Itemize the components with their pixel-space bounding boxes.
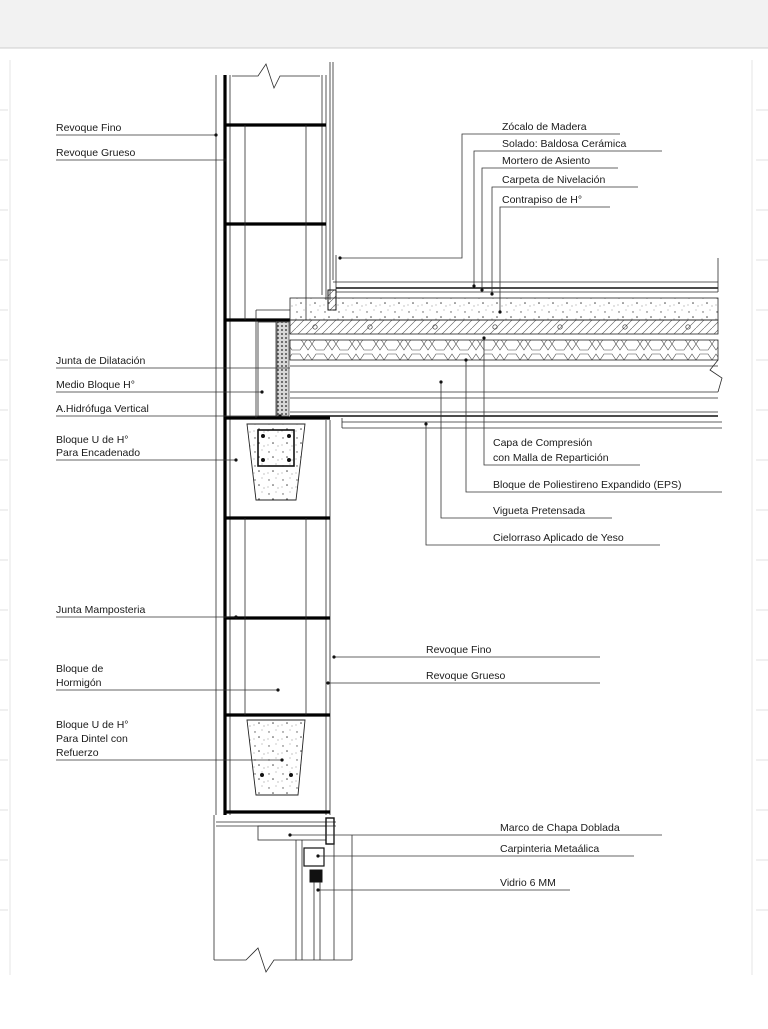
label-bloque-hormigon-1: Bloque de <box>56 663 103 675</box>
label-mortero-asiento: Mortero de Asiento <box>502 155 590 167</box>
label-bloque-eps: Bloque de Poliestireno Expandido (EPS) <box>493 479 682 491</box>
label-bloque-u-encadenado-2: Para Encadenado <box>56 447 140 459</box>
label-capa-compresion-2: con Malla de Repartición <box>493 452 609 464</box>
label-bloque-u-dintel-2: Para Dintel con <box>56 733 128 745</box>
label-bloque-u-dintel-1: Bloque U de H° <box>56 719 129 731</box>
label-bloque-u-encadenado-1: Bloque U de H° <box>56 434 129 446</box>
label-marco-chapa: Marco de Chapa Doblada <box>500 822 620 834</box>
label-revoque-fino-right: Revoque Fino <box>426 644 492 656</box>
label-vigueta-pretensada: Vigueta Pretensada <box>493 505 585 517</box>
floor-slab <box>289 255 723 429</box>
label-junta-dilatacion: Junta de Dilatación <box>56 355 145 367</box>
label-medio-bloque: Medio Bloque H° <box>56 379 135 391</box>
label-carpeta-nivelacion: Carpeta de Nivelación <box>502 174 605 186</box>
dilatation-joint <box>276 321 290 417</box>
label-revoque-grueso-left: Revoque Grueso <box>56 147 136 159</box>
label-contrapiso: Contrapiso de H° <box>502 194 582 206</box>
u-block-bond-beam <box>246 423 306 501</box>
label-zocalo-madera: Zócalo de Madera <box>502 121 587 133</box>
label-junta-mamposteria: Junta Mamposteria <box>56 604 145 616</box>
left-leader-dots <box>214 133 284 762</box>
right-leader-lines <box>290 133 722 891</box>
label-revoque-grueso-right: Revoque Grueso <box>426 670 506 682</box>
label-carpinteria-metalica: Carpinteria Metaálica <box>500 843 599 855</box>
contrapiso-layer <box>289 297 719 321</box>
label-revoque-fino-left: Revoque Fino <box>56 122 122 134</box>
label-capa-compresion-1: Capa de Compresión <box>493 437 592 449</box>
left-leader-lines <box>56 134 290 761</box>
margin-ticks <box>0 109 768 911</box>
label-solado-baldosa: Solado: Baldosa Cerámica <box>502 138 626 150</box>
top-margin-band <box>0 0 768 48</box>
right-leader-dots <box>288 256 502 892</box>
break-line-bottom <box>214 947 352 973</box>
label-bloque-hormigon-2: Hormigón <box>56 677 102 689</box>
eps-block-layer <box>289 339 719 361</box>
masonry-wall <box>215 62 334 815</box>
half-block <box>257 321 277 417</box>
u-block-lintel <box>246 719 306 796</box>
compression-layer <box>289 319 719 335</box>
label-hidrofuga-vertical: A.Hidrófuga Vertical <box>56 403 149 415</box>
label-vidrio: Vidrio 6 MM <box>500 877 556 889</box>
label-bloque-u-dintel-3: Refuerzo <box>56 747 99 759</box>
break-line-top <box>232 63 320 90</box>
label-cielorraso-yeso: Cielorraso Aplicado de Yeso <box>493 532 624 544</box>
window-frame-assembly <box>213 815 353 973</box>
break-line-right <box>709 359 723 393</box>
